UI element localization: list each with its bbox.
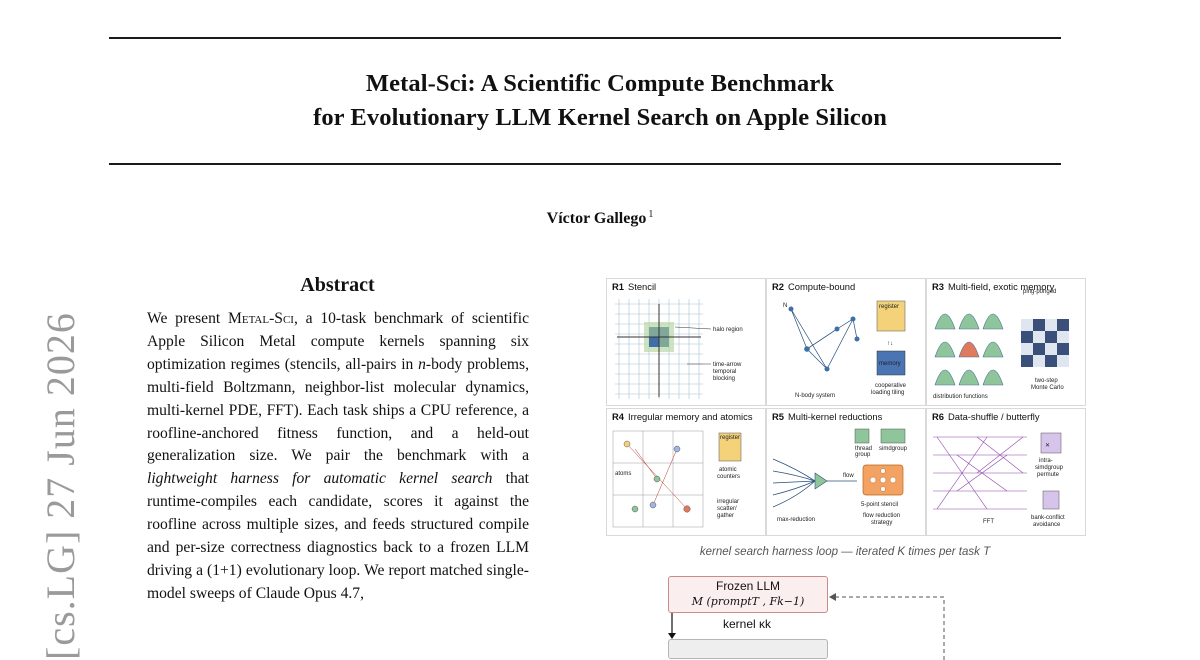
title-rule-top — [109, 37, 1061, 39]
register-block — [876, 300, 906, 332]
svg-text:thread: thread — [855, 446, 872, 452]
abstract-body: We present Metal-Sci, a 10-task benchmar… — [147, 308, 529, 606]
svg-text:memory: memory — [879, 361, 901, 367]
abstract-text-4: that runtime-compiles each candidate, sc… — [147, 470, 529, 602]
paper-title-line-2: for Evolutionary LLM Kernel Search on Ap… — [313, 104, 887, 131]
svg-text:5-point stencil: 5-point stencil — [861, 502, 898, 508]
svg-text:N: N — [783, 303, 787, 309]
multi-field-diagram: ping-ponged distribution functions two-s… — [933, 289, 1069, 400]
simdgroup-icon — [880, 428, 906, 444]
svg-text:register: register — [720, 435, 740, 441]
svg-text:distribution functions: distribution functions — [933, 394, 988, 400]
svg-text:FFT: FFT — [983, 519, 994, 525]
svg-text:ping-ponged: ping-ponged — [1023, 289, 1056, 295]
svg-text:cooperative: cooperative — [875, 383, 907, 389]
svg-text:atoms: atoms — [615, 471, 631, 477]
harness-box — [668, 639, 828, 659]
harness-caption: kernel search harness loop — iterated K … — [699, 546, 991, 558]
svg-text:flow: flow — [843, 473, 854, 479]
svg-text:Monte Carlo: Monte Carlo — [1031, 385, 1064, 391]
svg-text:two-step: two-step — [1035, 378, 1058, 384]
benchmark-name: Metal-Sci — [228, 310, 294, 327]
abstract-text-1: We present — [147, 310, 228, 327]
svg-text:simdgroup: simdgroup — [1035, 465, 1064, 471]
svg-text:avoidance: avoidance — [1033, 522, 1061, 528]
svg-text:temporal: temporal — [713, 369, 736, 375]
atomic-register — [718, 432, 742, 462]
affiliation-mark: 1 — [648, 209, 654, 220]
svg-text:blocking: blocking — [713, 376, 735, 382]
abstract-text-2: , a 10-task benchmark of scientific Appl… — [147, 310, 530, 373]
svg-text:max-reduction: max-reduction — [777, 517, 815, 523]
svg-text:register: register — [879, 304, 899, 310]
svg-text:✕: ✕ — [1045, 443, 1050, 449]
irregular-diagram: atoms register atomic counters irregular… — [612, 430, 742, 528]
svg-text:simdgroup: simdgroup — [879, 446, 908, 452]
svg-text:N-body system: N-body system — [795, 393, 835, 399]
abstract-text-3: -body problems, multi-field Boltzmann, n… — [147, 355, 530, 465]
abstract-emphasis: lightweight harness for automatic kernel… — [147, 470, 493, 488]
llm-box-formula: M (promptT , Fk−1) — [691, 595, 805, 608]
permute-icon — [1040, 432, 1062, 454]
author-name: Víctor Gallego — [546, 210, 647, 227]
svg-text:gather: gather — [717, 513, 734, 519]
arxiv-stamp: [cs.LG] 27 Jun 2026 — [38, 312, 83, 660]
nbody-diagram: N register ↑↓ memory N-body system coope… — [783, 300, 907, 399]
llm-box-title: Frozen LLM — [715, 579, 781, 593]
abstract-heading: Abstract — [300, 274, 375, 296]
svg-text:loading tiling: loading tiling — [871, 390, 904, 396]
reduction-diagram: thread group simdgroup flow max-reductio… — [772, 428, 908, 526]
title-rule-bottom — [109, 163, 1061, 165]
stencil-center — [649, 337, 659, 347]
svg-text:intra-: intra- — [1039, 458, 1053, 464]
svg-text:strategy: strategy — [871, 520, 892, 526]
svg-text:permute: permute — [1037, 472, 1060, 478]
svg-text:counters: counters — [717, 474, 740, 480]
paper-title-line-1: Metal-Sci: A Scientific Compute Benchmar… — [365, 70, 835, 97]
svg-text:↑↓: ↑↓ — [887, 341, 893, 347]
svg-text:scatter/: scatter/ — [717, 506, 737, 512]
svg-text:bank-conflict: bank-conflict — [1031, 515, 1065, 521]
svg-text:irregular: irregular — [717, 499, 739, 505]
butterfly-diagram: ✕ intra- simdgroup permute FFT bank-conf… — [933, 432, 1065, 528]
abstract-variable-n: n — [418, 355, 426, 373]
loop-arrows — [668, 593, 945, 660]
frozen-llm-box: Frozen LLM M (promptT , Fk−1) — [668, 576, 828, 613]
svg-text:flow reduction: flow reduction — [863, 513, 900, 519]
threadgroup-icon — [854, 428, 870, 444]
kernel-label: kernel κk — [723, 617, 772, 631]
svg-text:group: group — [855, 452, 871, 458]
memory-block — [876, 350, 906, 376]
svg-text:time-arrow: time-arrow — [713, 362, 742, 368]
bank-conflict-icon — [1042, 490, 1060, 510]
svg-text:atomic: atomic — [719, 467, 737, 473]
svg-text:halo region: halo region — [713, 327, 743, 333]
stencil-diagram: halo region time-arrow temporal blocking — [615, 299, 743, 399]
